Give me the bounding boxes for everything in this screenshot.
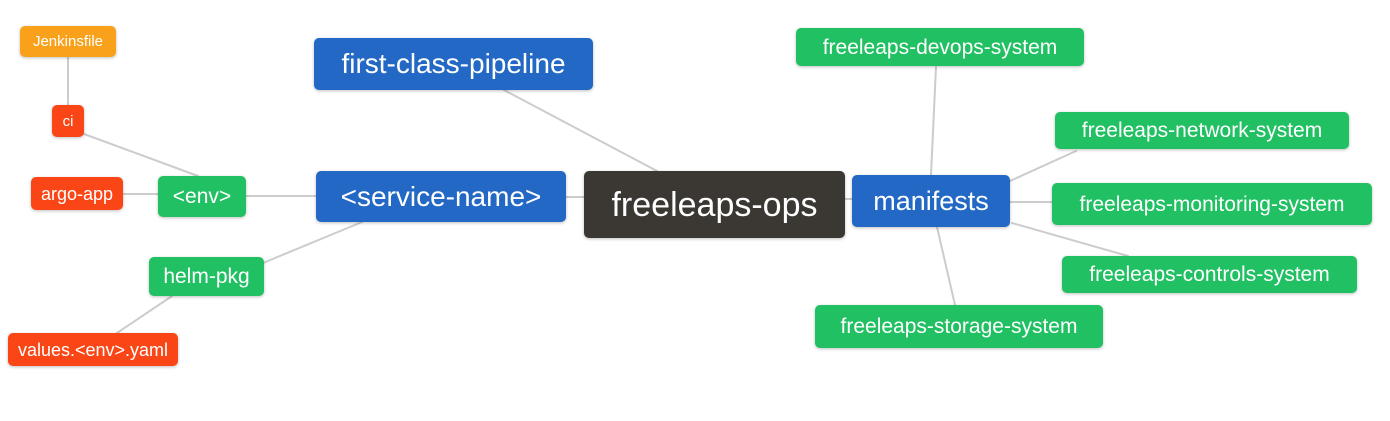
node-freeleaps-controls-system[interactable]: freeleaps-controls-system <box>1062 256 1357 293</box>
edge-ci-to-env <box>83 133 199 177</box>
node-values-env-yaml[interactable]: values.<env>.yaml <box>8 333 178 366</box>
node-manifests[interactable]: manifests <box>852 175 1010 227</box>
edge-manifests-to-freeleaps-controls-system <box>1011 222 1129 257</box>
edge-manifests-to-freeleaps-storage-system <box>936 226 956 306</box>
node-freeleaps-storage-system[interactable]: freeleaps-storage-system <box>815 305 1103 348</box>
edge-manifests-to-freeleaps-network-system <box>1009 150 1077 182</box>
edge-manifests-to-freeleaps-devops-system <box>930 66 937 176</box>
node-argo-app[interactable]: argo-app <box>31 177 123 210</box>
node-jenkinsfile[interactable]: Jenkinsfile <box>20 26 116 57</box>
edge-first-class-pipeline-to-freeleaps-ops <box>503 89 658 172</box>
node-freeleaps-monitoring-system[interactable]: freeleaps-monitoring-system <box>1052 183 1372 225</box>
node-helm-pkg[interactable]: helm-pkg <box>149 257 264 296</box>
node-freeleaps-network-system[interactable]: freeleaps-network-system <box>1055 112 1349 149</box>
node-freeleaps-devops-system[interactable]: freeleaps-devops-system <box>796 28 1084 66</box>
edge-helm-pkg-to-service-name <box>262 221 363 264</box>
node-first-class-pipeline[interactable]: first-class-pipeline <box>314 38 593 90</box>
node-service-name[interactable]: <service-name> <box>316 171 566 222</box>
edge-values-env-yaml-to-helm-pkg <box>116 295 173 334</box>
node-ci[interactable]: ci <box>52 105 84 137</box>
node-env[interactable]: <env> <box>158 176 246 217</box>
node-freeleaps-ops[interactable]: freeleaps-ops <box>584 171 845 238</box>
